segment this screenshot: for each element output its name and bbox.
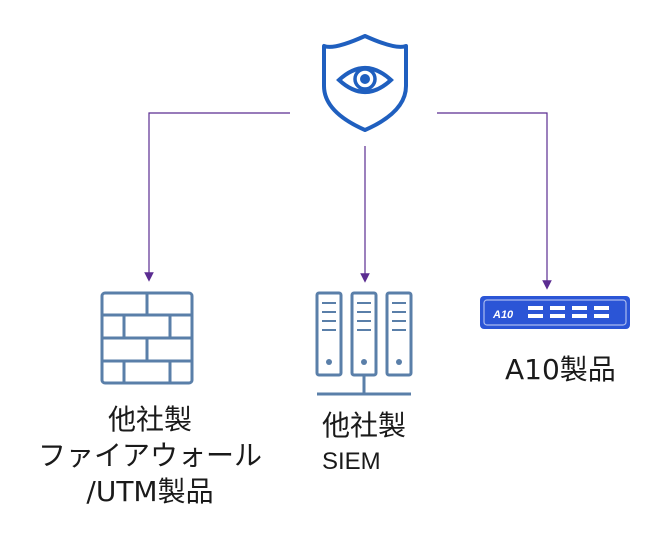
a10-label-text: A10製品	[505, 353, 616, 386]
connector-to-a10	[437, 112, 552, 290]
firewall-label: 他社製 ファイアウォール /UTM製品	[10, 402, 290, 510]
firewall-label-line3: /UTM製品	[86, 475, 214, 508]
firewall-label-line1: 他社製	[107, 403, 192, 436]
siem-label-line1: 他社製	[322, 409, 407, 442]
siem-label-line2: SIEM	[322, 448, 381, 475]
shield-eye-icon	[322, 34, 408, 132]
firewall-icon	[100, 291, 194, 385]
connector-to-firewall	[144, 112, 290, 282]
siem-label: 他社製 SIEM	[322, 408, 462, 480]
a10-appliance-icon: A10	[480, 296, 630, 329]
firewall-label-line2: ファイアウォール	[37, 439, 262, 472]
a10-label: A10製品	[505, 352, 645, 388]
server-rack-icon	[315, 291, 413, 396]
a10-badge-text: A10	[492, 309, 514, 321]
